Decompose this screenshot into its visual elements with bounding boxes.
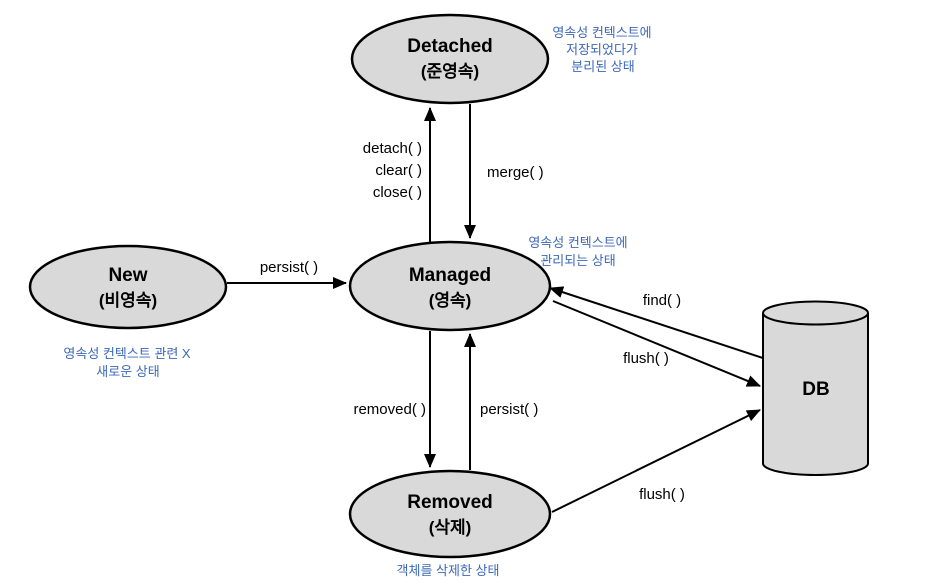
label-close: close( ) [373, 184, 422, 201]
annotation-new-line1: 영속성 컨텍스트 관련 X [63, 346, 190, 361]
edge-removed-to-db [551, 409, 761, 513]
node-managed-shape [348, 240, 552, 332]
label-flush-removed: flush( ) [639, 486, 685, 503]
annotation-detached-line3: 분리된 상태 [571, 59, 634, 74]
annotation-detached-line1: 영속성 컨텍스트에 [552, 25, 651, 40]
label-find: find( ) [643, 292, 681, 309]
node-new-subtitle: (비영속) [99, 291, 157, 310]
node-removed-subtitle: (삭제) [429, 518, 472, 537]
node-new-shape [28, 244, 228, 330]
label-persist-removed: persist( ) [480, 401, 538, 418]
node-detached-title: Detached [407, 36, 493, 57]
node-managed-title: Managed [409, 265, 491, 286]
label-merge: merge( ) [487, 164, 544, 181]
db-cylinder-top [762, 300, 869, 326]
annotation-managed-line1: 영속성 컨텍스트에 [528, 235, 627, 250]
db-label: DB [802, 379, 829, 400]
label-flush-managed: flush( ) [623, 350, 669, 367]
node-removed-title: Removed [407, 492, 493, 513]
node-detached-subtitle: (준영속) [421, 62, 479, 81]
node-new-title: New [108, 265, 147, 286]
label-removed: removed( ) [353, 401, 426, 418]
node-removed-shape [348, 469, 552, 559]
node-managed-subtitle: (영속) [429, 291, 472, 310]
annotation-detached-line2: 저장되었다가 [566, 42, 638, 57]
node-detached-shape [350, 13, 550, 105]
annotation-managed-line2: 관리되는 상태 [540, 253, 615, 268]
label-persist-new: persist( ) [260, 259, 318, 276]
annotation-new-line2: 새로운 상태 [96, 364, 159, 379]
db-cylinder-body [762, 313, 869, 476]
annotation-removed-line1: 객체를 삭제한 상태 [397, 563, 500, 578]
db-cylinder: DB [762, 300, 869, 476]
label-clear: clear( ) [375, 162, 422, 179]
label-detach: detach( ) [363, 140, 422, 157]
edge-managed-to-db [552, 300, 761, 387]
edge-db-to-managed [549, 286, 764, 359]
